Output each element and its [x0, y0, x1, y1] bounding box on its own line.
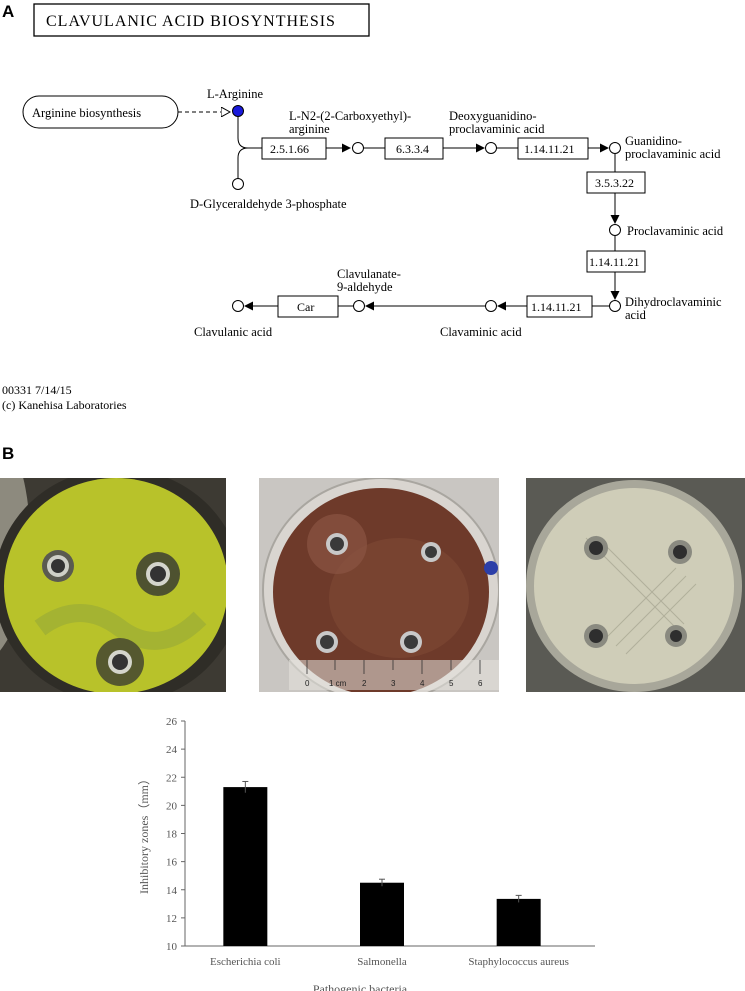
compound-label-clavaminic: Clavaminic acid: [440, 325, 522, 339]
enzyme-label: Car: [297, 300, 314, 314]
y-tick-label: 22: [166, 772, 177, 784]
compound-label-aldehyde-2: 9-aldehyde: [337, 280, 393, 294]
ruler-label: 4: [420, 679, 425, 688]
pathway-footer-id: 00331 7/14/15: [2, 383, 72, 397]
enzyme-box-3-5-3-22[interactable]: [586, 171, 646, 194]
y-tick-label: 10: [166, 941, 178, 953]
compound-node-l-arginine[interactable]: [232, 105, 244, 117]
compound-label-dihydro-2: acid: [625, 308, 647, 322]
ruler-label: 0: [305, 679, 310, 688]
map-link-label: Arginine biosynthesis: [32, 106, 141, 120]
pathway-title-box: [33, 3, 370, 37]
pathway-title: CLAVULANIC ACID BIOSYNTHESIS: [46, 13, 336, 30]
compound-node-clavulanate-9-aldehyde[interactable]: [353, 300, 365, 312]
compound-label-clavulanic: Clavulanic acid: [194, 325, 273, 339]
enzyme-label: 2.5.1.66: [270, 142, 309, 156]
bar-chart: 10 12 14 16 18 20 22 24 26 Escherichia coli Salmo…: [137, 716, 595, 991]
y-tick-label: 16: [166, 857, 178, 869]
compound-label-deoxyguanidino-2: proclavaminic acid: [449, 122, 545, 136]
y-tick-label: 20: [166, 800, 178, 812]
enzyme-label: 3.5.3.22: [595, 176, 634, 190]
x-tick-label: Escherichia coli: [210, 956, 281, 968]
bar: [223, 787, 268, 946]
compound-label-n2-carboxyethyl: L-N2-(2-Carboxyethyl)-: [289, 109, 411, 123]
y-tick-label: 14: [166, 885, 178, 897]
compound-node-dihydroclavaminic-acid[interactable]: [609, 300, 621, 312]
y-tick-label: 26: [166, 716, 178, 728]
enzyme-label: 1.14.11.21: [524, 142, 575, 156]
panel-label-b: B: [2, 444, 15, 463]
compound-label-guanidino: Guanidino-: [625, 134, 682, 148]
enzyme-label: 1.14.11.21: [531, 300, 582, 314]
compound-label-proclavaminic: Proclavaminic acid: [627, 224, 724, 238]
y-tick-label: 24: [166, 744, 178, 756]
ruler-label: 1 cm: [329, 679, 347, 688]
compound-node-proclavaminic-acid[interactable]: [609, 224, 621, 236]
ruler: [289, 660, 499, 690]
plate-1-image: [0, 478, 226, 692]
enzyme-box-1-14-11-21[interactable]: [586, 250, 646, 273]
photo-plate-2: 0 1 cm 2 3 4 5 6: [259, 478, 499, 692]
compound-label-n2-carboxyethyl-2: arginine: [289, 122, 330, 136]
compound-node-clavulanic-acid[interactable]: [232, 300, 244, 312]
photo-plate-3: [526, 478, 745, 692]
ruler-label: 3: [391, 679, 396, 688]
y-axis-title: Inhibitory zones（mm）: [137, 773, 151, 894]
bar: [360, 882, 404, 946]
x-tick-label: Staphylococcus aureus: [468, 956, 568, 968]
x-tick-label: Salmonella: [357, 956, 407, 968]
compound-node-n2-carboxyethyl-arginine[interactable]: [352, 142, 364, 154]
compound-node-g3p[interactable]: [232, 178, 244, 190]
ruler-label: 5: [449, 679, 454, 688]
enzyme-label: 6.3.3.4: [396, 142, 429, 156]
compound-label-deoxyguanidino: Deoxyguanidino-: [449, 109, 536, 123]
plate-3-image: [526, 480, 742, 692]
compound-label-guanidino-2: proclavaminic acid: [625, 147, 721, 161]
panel-label-a: A: [2, 2, 15, 21]
compound-label-aldehyde: Clavulanate-: [337, 267, 401, 281]
compound-node-deoxyguanidinoproclavaminic-acid[interactable]: [485, 142, 497, 154]
photo-plate-1: [0, 478, 226, 692]
bar: [496, 898, 541, 946]
compound-node-clavaminic-acid[interactable]: [485, 300, 497, 312]
compound-label-g3p: D-Glyceraldehyde 3-phosphate: [190, 197, 347, 211]
compound-label-dihydro: Dihydroclavaminic: [625, 295, 722, 309]
compound-node-guanidinoproclavaminic-acid[interactable]: [609, 142, 621, 154]
pathway-diagram: CLAVULANIC ACID BIOSYNTHESIS Arginine bi…: [2, 3, 724, 412]
pathway-footer-copyright: (c) Kanehisa Laboratories: [2, 398, 127, 412]
ruler-label: 6: [478, 679, 483, 688]
ruler-label: 2: [362, 679, 367, 688]
plate-2-image: 0 1 cm 2 3 4 5 6: [262, 478, 499, 692]
enzyme-label: 1.14.11.21: [589, 255, 640, 269]
y-tick-label: 18: [166, 829, 178, 841]
compound-label-l-arginine: L-Arginine: [207, 87, 263, 101]
x-axis-title: Pathogenic bacteria: [313, 982, 408, 991]
y-tick-label: 12: [166, 913, 177, 925]
